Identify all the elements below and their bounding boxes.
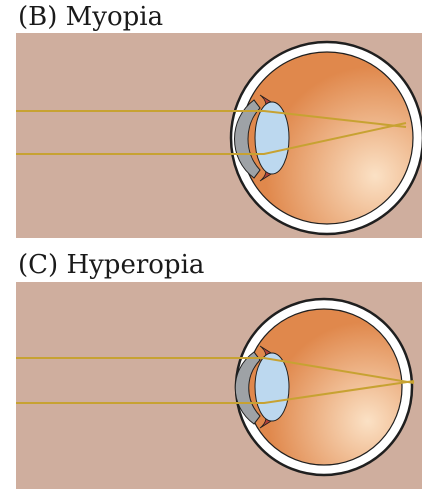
ray-lower <box>16 380 415 404</box>
hyperopia-eyeball <box>234 297 414 477</box>
myopia-label: (B) Myopia <box>18 2 164 32</box>
crystalline-lens <box>254 101 290 175</box>
hyperopia-panel <box>16 282 422 489</box>
cornea <box>234 351 261 425</box>
myopia-eyeball <box>229 40 422 236</box>
cornea <box>234 99 261 179</box>
ray-upper <box>16 110 407 128</box>
myopia-panel <box>16 33 422 238</box>
ray-upper <box>16 357 415 384</box>
ray-lower <box>16 122 407 155</box>
crystalline-lens <box>254 352 290 422</box>
hyperopia-light-rays <box>16 357 415 404</box>
hyperopia-label: (C) Hyperopia <box>18 250 205 280</box>
myopia-light-rays <box>16 110 407 155</box>
